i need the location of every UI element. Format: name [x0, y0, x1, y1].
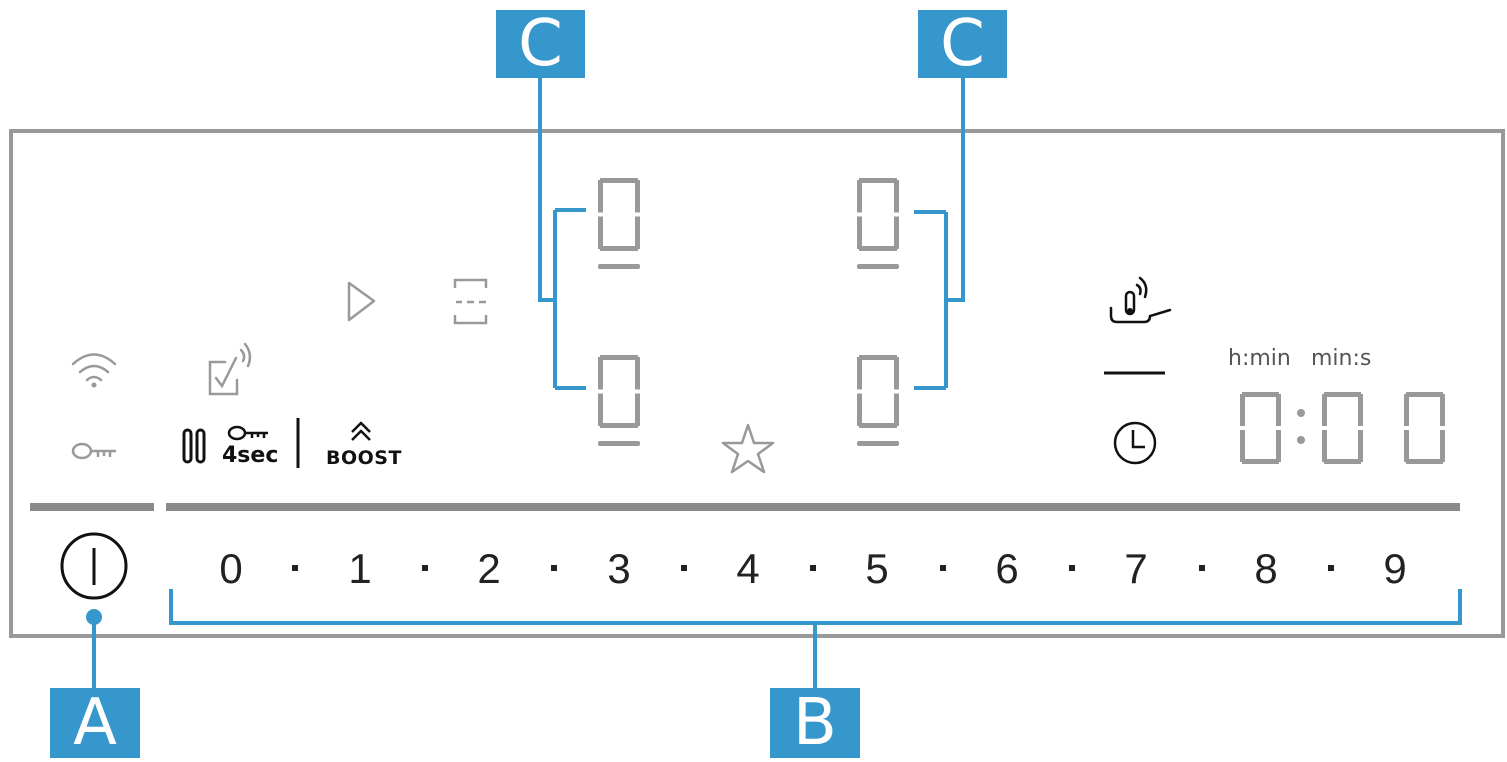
wifi-icon: [71, 353, 117, 388]
power-level-6[interactable]: 6: [995, 545, 1019, 592]
callout-c-left: C: [496, 10, 585, 78]
timer-format-right: min:s: [1311, 346, 1372, 371]
power-level-8[interactable]: 8: [1254, 545, 1278, 592]
zone-digit-layer: [598, 178, 1445, 464]
callout-b: B: [770, 688, 860, 758]
timer-format-left: h:min: [1228, 346, 1291, 371]
play-icon: [347, 281, 376, 322]
power-level-3[interactable]: 3: [607, 545, 631, 592]
timer-digit-2: [1322, 392, 1363, 464]
remote-start-icon: [208, 342, 252, 396]
power-level-9[interactable]: 9: [1383, 545, 1407, 592]
lock-duration-label: 4sec: [222, 443, 279, 468]
pause-icon: [182, 428, 206, 464]
pan-sensor-icon: [1109, 276, 1172, 324]
power-level-7[interactable]: 7: [1124, 545, 1148, 592]
power-level-0[interactable]: 0: [219, 545, 243, 592]
timer-digit-3: [1404, 392, 1445, 464]
level-separator-dots: [292, 565, 1334, 571]
timer-clock-icon: [1113, 421, 1157, 465]
zone-display-2: [598, 355, 640, 428]
boost-label: BOOST: [326, 447, 402, 469]
favorite-star-icon: [721, 423, 775, 474]
zone-display-4: [857, 355, 899, 428]
key-icon: [71, 442, 116, 460]
power-icon[interactable]: [60, 532, 128, 600]
callout-c-right: C: [918, 10, 1007, 78]
zone-combine-icon: [453, 278, 488, 325]
zone-display-3: [857, 178, 899, 251]
zone-underbars: [598, 264, 899, 446]
timer-colon: [1297, 409, 1305, 444]
boost-icon: [351, 421, 371, 441]
zone-display-1: [598, 178, 640, 251]
power-slider-bar: [30, 503, 154, 511]
panel-frame: [9, 129, 1505, 638]
callout-leaders: [92, 76, 1462, 690]
level-slider-bar: [166, 503, 1460, 511]
power-level-2[interactable]: 2: [477, 545, 501, 592]
callout-a-dot: [86, 609, 102, 625]
timer-digit-1: [1240, 392, 1281, 464]
power-level-4[interactable]: 4: [736, 545, 760, 592]
power-level-1[interactable]: 1: [348, 545, 372, 592]
power-level-5[interactable]: 5: [865, 545, 889, 592]
callout-a: A: [50, 688, 140, 758]
child-lock-icon: [227, 425, 268, 441]
